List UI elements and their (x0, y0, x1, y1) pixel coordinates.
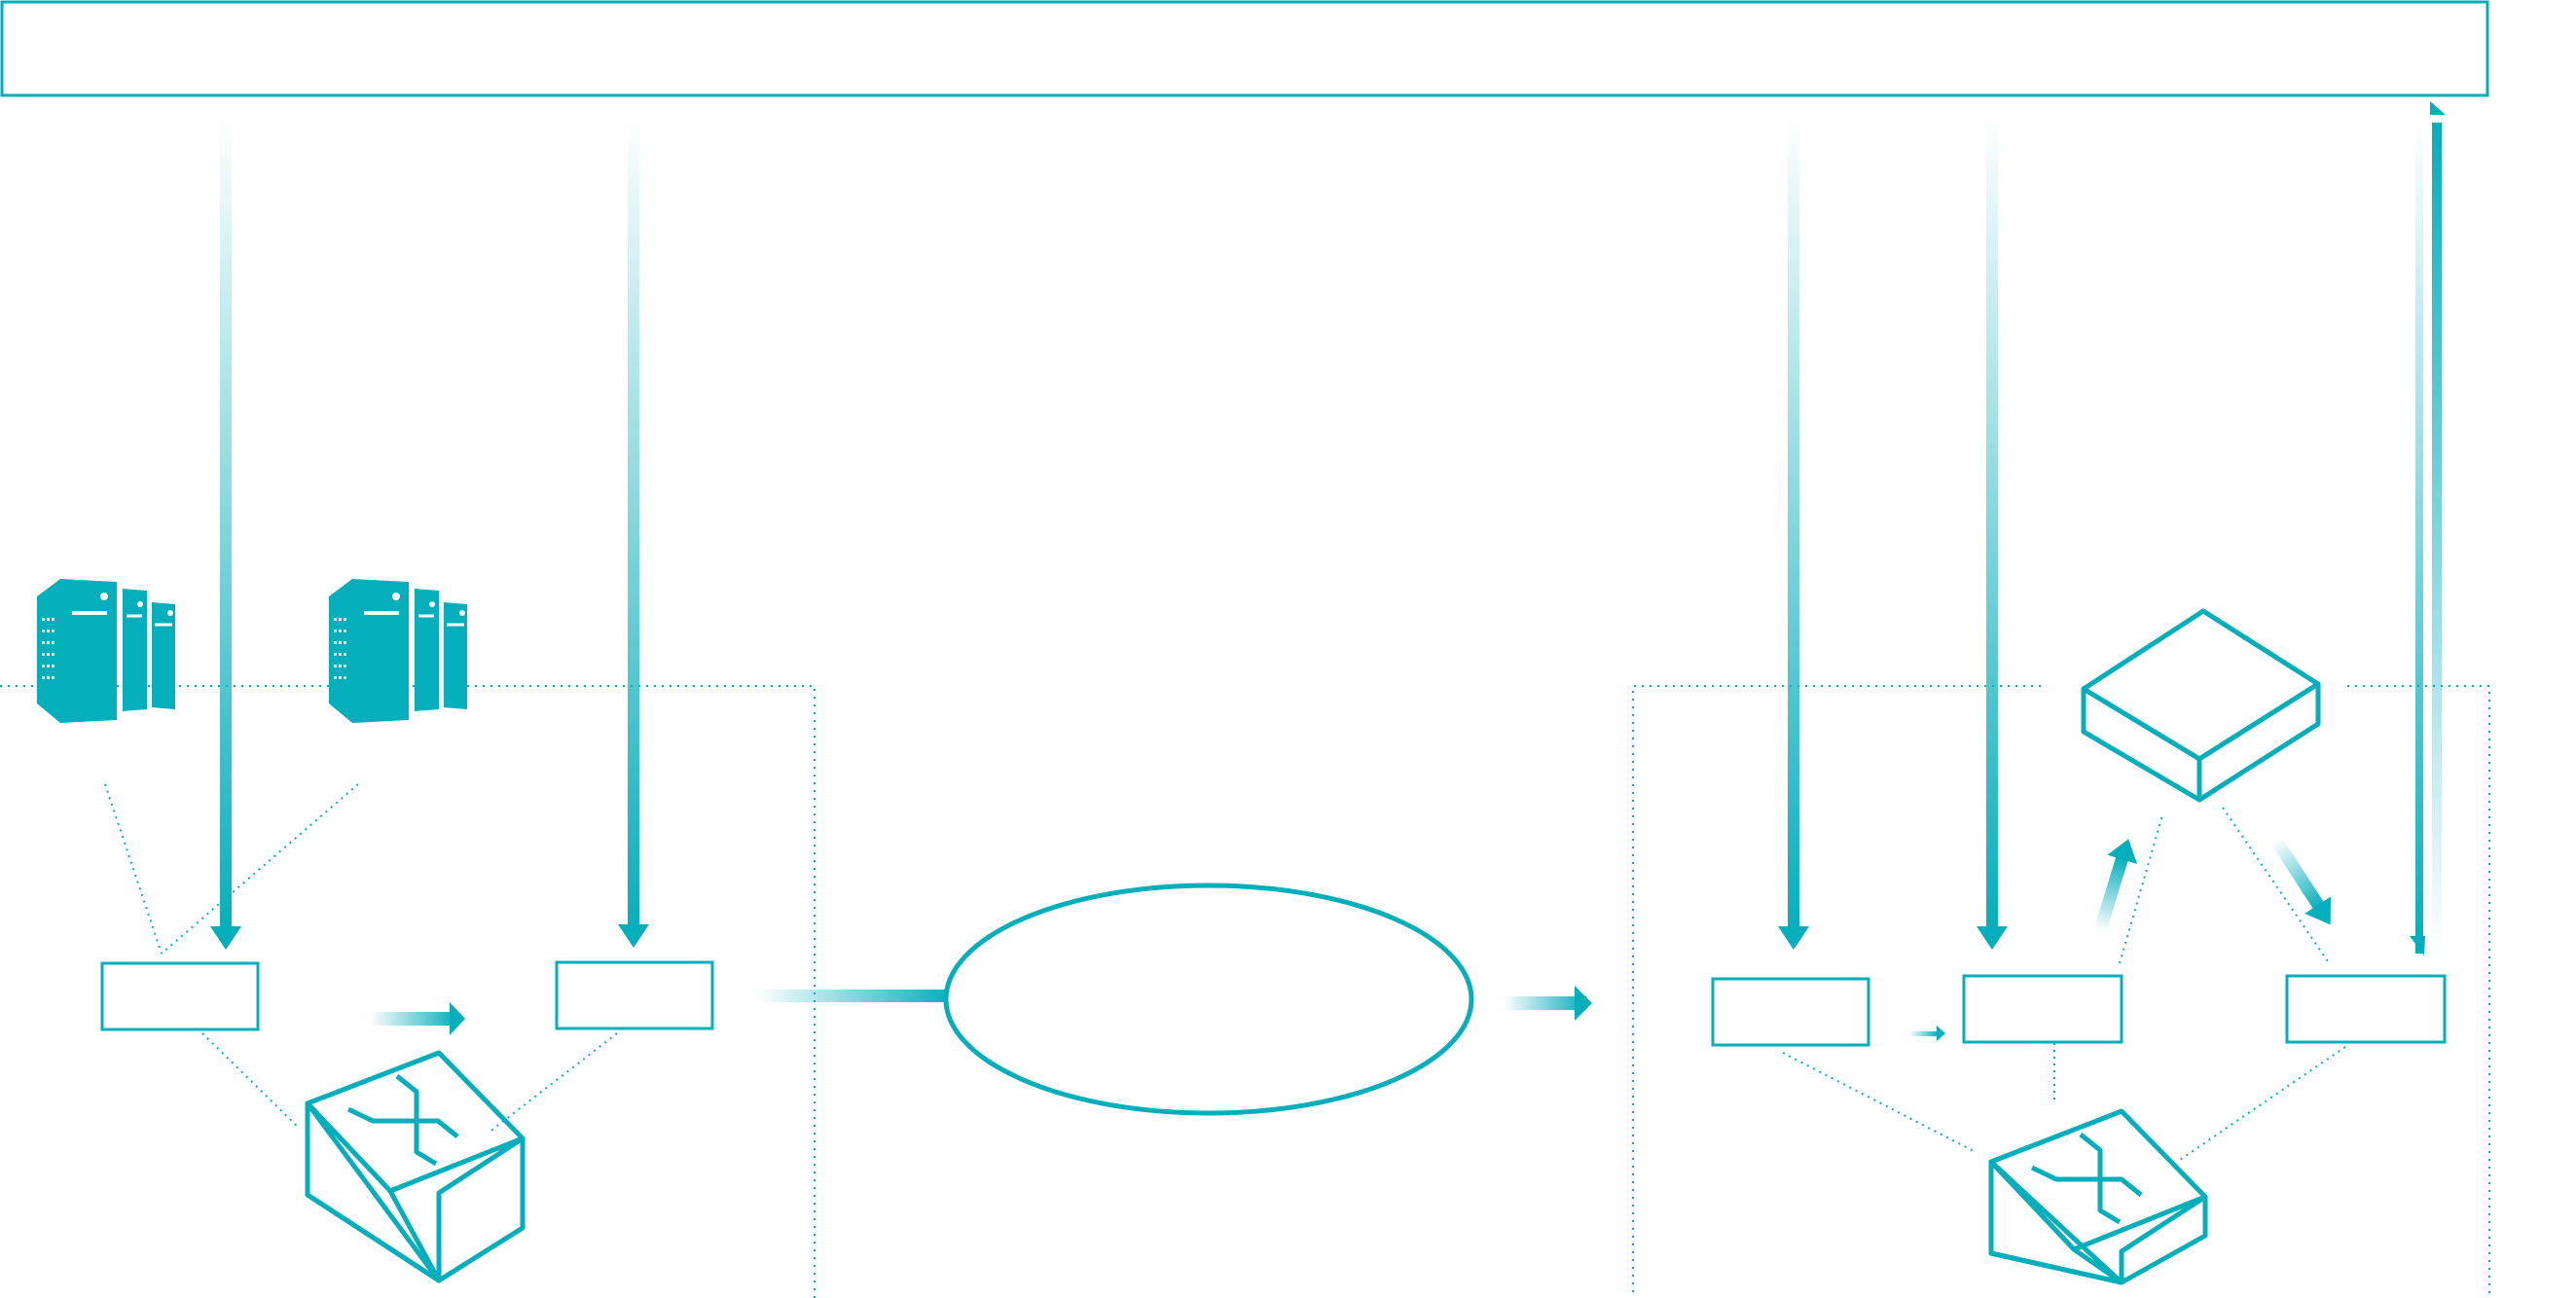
flow-arrow-icon (2410, 101, 2446, 959)
network-cloud (757, 883, 1592, 1116)
top-bar-frame (0, 0, 2489, 97)
server-rack-icon (37, 579, 175, 723)
flow-arrow-icon (370, 1002, 465, 1035)
appliance-box-icon (2081, 608, 2321, 803)
right-node-b (1962, 974, 2123, 1044)
right-node-c (2285, 974, 2447, 1044)
left-site-connectors (104, 783, 618, 1134)
top-bar (0, 0, 2489, 97)
left-node-b (555, 960, 714, 1030)
right-site (1632, 101, 2490, 1298)
left-site (0, 117, 816, 1298)
network-switch-icon (305, 1050, 526, 1283)
left-node-a (100, 961, 260, 1031)
flow-arrow-icon (210, 117, 241, 950)
flow-arrow-icon (1504, 986, 1592, 1021)
flow-arrow-icon (1909, 1026, 1945, 1041)
server-rack-icon (329, 579, 467, 723)
left-site-boundary (0, 685, 816, 1298)
right-site-boundary (1632, 685, 2490, 1298)
flow-arrow-icon (1977, 117, 2008, 950)
right-node-a (1711, 977, 1870, 1047)
flow-arrow-icon (1778, 117, 1809, 950)
network-switch-icon (1988, 1108, 2208, 1285)
flow-arrow-icon (2271, 837, 2332, 925)
flow-arrow-icon (618, 117, 649, 948)
flow-arrow-icon (2093, 839, 2138, 932)
